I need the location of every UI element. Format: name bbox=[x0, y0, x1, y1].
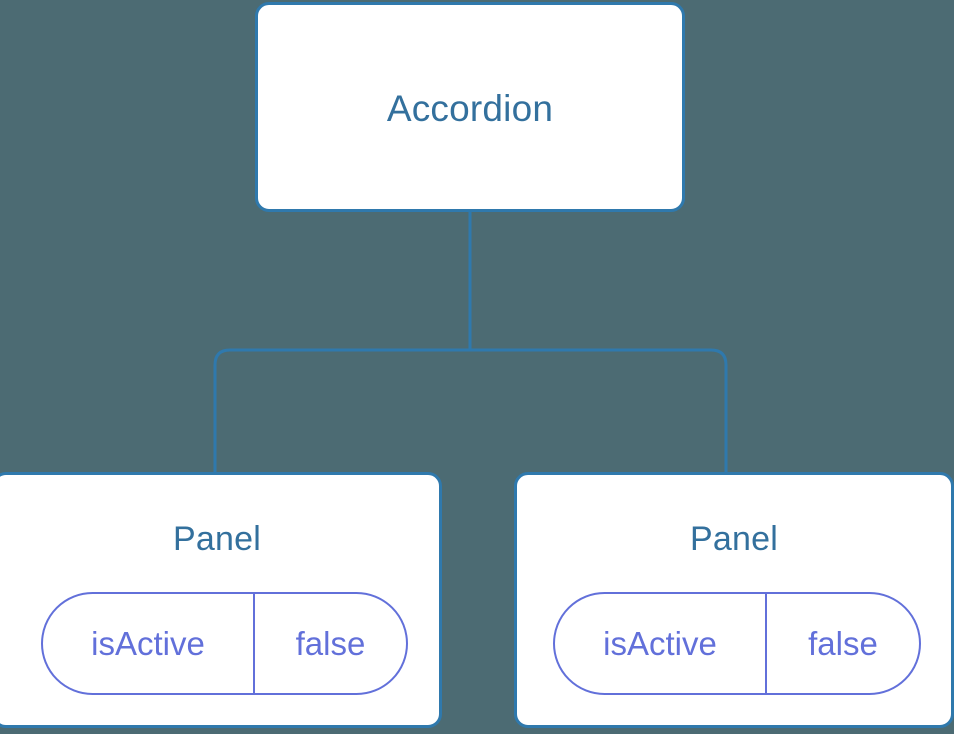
node-panel-left-title: Panel bbox=[173, 520, 261, 558]
node-panel-right-title: Panel bbox=[690, 520, 778, 558]
edge-accordion-to-panel-left bbox=[213, 348, 470, 473]
edge-accordion-to-panel-right bbox=[470, 348, 728, 473]
panel-right-prop-key: isActive bbox=[555, 594, 767, 693]
node-panel-left[interactable]: Panel isActive false bbox=[0, 472, 442, 728]
panel-left-prop-key: isActive bbox=[43, 594, 255, 693]
panel-right-prop-value: false bbox=[808, 624, 878, 662]
node-panel-right[interactable]: Panel isActive false bbox=[514, 472, 954, 728]
panel-right-prop-isactive[interactable]: isActive false bbox=[553, 592, 921, 695]
panel-left-prop-value: false bbox=[295, 624, 366, 662]
node-accordion[interactable]: Accordion bbox=[255, 2, 685, 212]
panel-left-prop-isactive[interactable]: isActive false bbox=[41, 592, 408, 695]
node-accordion-title: Accordion bbox=[386, 88, 554, 129]
